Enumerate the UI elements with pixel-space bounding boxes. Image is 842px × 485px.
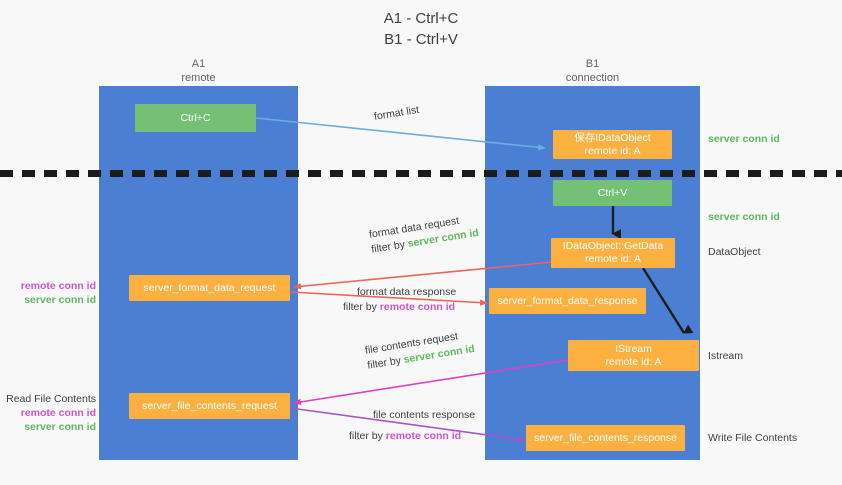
box-idataobject-getdata[interactable]: IDataObject::GetData remote id: A: [551, 238, 675, 268]
lane-header-b1-role: connection: [565, 72, 620, 84]
arrow-label-format-data-response-line-1: format data response: [357, 286, 457, 298]
box-ctrl-c[interactable]: Ctrl+C: [135, 104, 256, 132]
page-title-line-1: A1 - Ctrl+C: [383, 10, 459, 27]
arrow-label-format-data-response-filter-value: remote conn id: [379, 301, 456, 313]
arrow-label-format-data-response-filter-prefix: filter by: [343, 301, 380, 313]
label-server-conn-id-upper: server conn id: [24, 294, 96, 306]
label-server-conn-id-top: server conn id: [708, 132, 780, 146]
label-read-file-contents-group: Read File Contents remote conn id server…: [0, 392, 96, 434]
lane-header-a1-role: remote: [181, 72, 216, 84]
box-save-idataobject-line-1: 保存IDataObject: [574, 131, 651, 144]
arrow-label-file-contents-response: file contents response filter by remote …: [349, 408, 476, 444]
box-server-file-contents-response[interactable]: server_file_contents_response: [526, 425, 685, 451]
box-idataobject-getdata-line-2: remote id: A: [584, 253, 642, 265]
label-dataobject-text: DataObject: [708, 246, 761, 258]
arrow-label-format-list: format list: [373, 103, 420, 125]
label-read-file-contents: Read File Contents: [6, 393, 96, 405]
arrow-label-file-contents-response-filter-value: remote conn id: [385, 430, 462, 442]
box-server-format-data-response-label: server_format_data_response: [497, 294, 638, 307]
arrow-label-file-contents-response-filter-prefix: filter by: [349, 430, 386, 442]
box-server-file-contents-response-label: server_file_contents_response: [533, 431, 677, 444]
lane-header-a1: A1 remote: [99, 57, 298, 85]
box-istream[interactable]: IStream remote id: A: [568, 340, 699, 371]
box-istream-line-1: IStream: [615, 342, 652, 355]
box-istream-line-2: remote id: A: [605, 355, 662, 368]
label-remote-conn-id-upper: remote conn id: [20, 280, 96, 292]
box-server-format-data-response[interactable]: server_format_data_response: [489, 288, 646, 314]
label-istream-text: Istream: [708, 350, 744, 362]
box-save-idataobject[interactable]: 保存IDataObject remote id: A: [553, 130, 672, 159]
label-server-conn-id-second-text: server conn id: [708, 211, 780, 223]
lane-header-a1-name: A1: [191, 58, 206, 70]
page-title: A1 - Ctrl+C B1 - Ctrl+V: [0, 8, 842, 50]
box-ctrl-v[interactable]: Ctrl+V: [553, 180, 672, 206]
arrow-label-format-data-response-filter: filter by remote conn id: [343, 300, 455, 315]
label-write-file-contents: Write File Contents: [708, 431, 797, 445]
arrow-label-format-data-response: format data response filter by remote co…: [343, 285, 457, 315]
arrow-label-file-contents-request: file contents request filter by server c…: [364, 327, 476, 374]
label-dataobject: DataObject: [708, 245, 761, 259]
page-title-line-2: B1 - Ctrl+V: [384, 31, 458, 48]
label-server-conn-id-lower: server conn id: [24, 421, 96, 433]
phase-divider: [0, 170, 842, 177]
box-ctrl-c-label: Ctrl+C: [180, 111, 211, 124]
arrow-label-file-contents-response-line-1: file contents response: [373, 409, 476, 421]
label-istream: Istream: [708, 349, 743, 363]
box-server-file-contents-request[interactable]: server_file_contents_request: [129, 393, 290, 419]
box-save-idataobject-line-2: remote id: A: [584, 144, 641, 157]
arrow-label-format-data-request: format data request filter by server con…: [368, 211, 480, 258]
label-server-conn-id-second: server conn id: [708, 210, 780, 224]
lane-header-b1-name: B1: [585, 58, 600, 70]
label-remote-conn-id-lower: remote conn id: [20, 407, 96, 419]
label-write-file-contents-text: Write File Contents: [708, 432, 798, 444]
box-server-format-data-request-label: server_format_data_request: [143, 281, 276, 294]
arrow-label-format-list-text: format list: [373, 103, 420, 123]
arrow-label-file-contents-response-filter: filter by remote conn id: [349, 429, 461, 444]
box-server-format-data-request[interactable]: server_format_data_request: [129, 275, 290, 301]
label-server-conn-id-top-text: server conn id: [708, 133, 780, 145]
box-ctrl-v-label: Ctrl+V: [597, 186, 628, 199]
box-idataobject-getdata-line-1: IDataObject::GetData: [562, 240, 664, 252]
lane-header-b1: B1 connection: [485, 57, 700, 85]
label-conn-ids-upper: remote conn id server conn id: [0, 279, 96, 307]
box-server-file-contents-request-label: server_file_contents_request: [142, 399, 277, 412]
